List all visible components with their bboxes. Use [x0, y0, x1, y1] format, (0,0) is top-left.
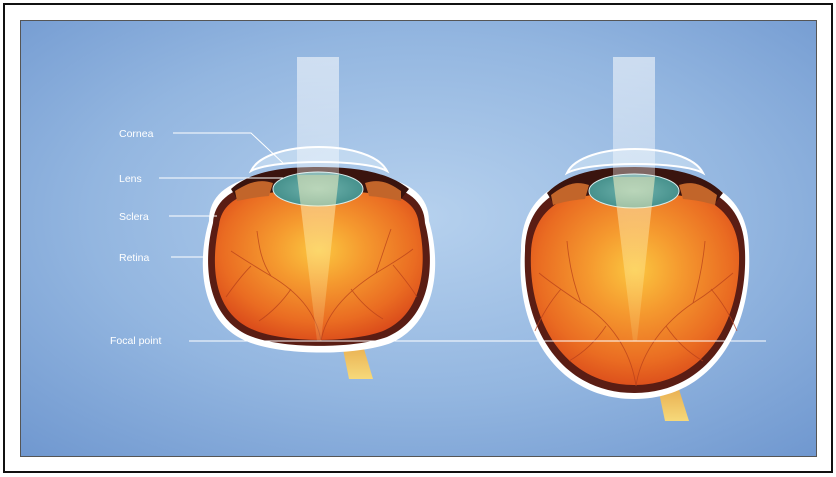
right-light-beam — [613, 57, 655, 177]
sclera-label: Sclera — [119, 211, 149, 223]
cornea-label: Cornea — [119, 128, 154, 140]
diagram-panel: Cornea Lens Sclera Retina Focal point — [20, 20, 817, 457]
lens-label: Lens — [119, 173, 142, 185]
retina-label: Retina — [119, 252, 150, 264]
focal-point-label: Focal point — [110, 335, 161, 347]
figure-frame: Cornea Lens Sclera Retina Focal point — [3, 3, 833, 473]
eye-comparison-diagram: Cornea Lens Sclera Retina Focal point — [21, 21, 816, 456]
left-light-beam — [297, 57, 339, 175]
